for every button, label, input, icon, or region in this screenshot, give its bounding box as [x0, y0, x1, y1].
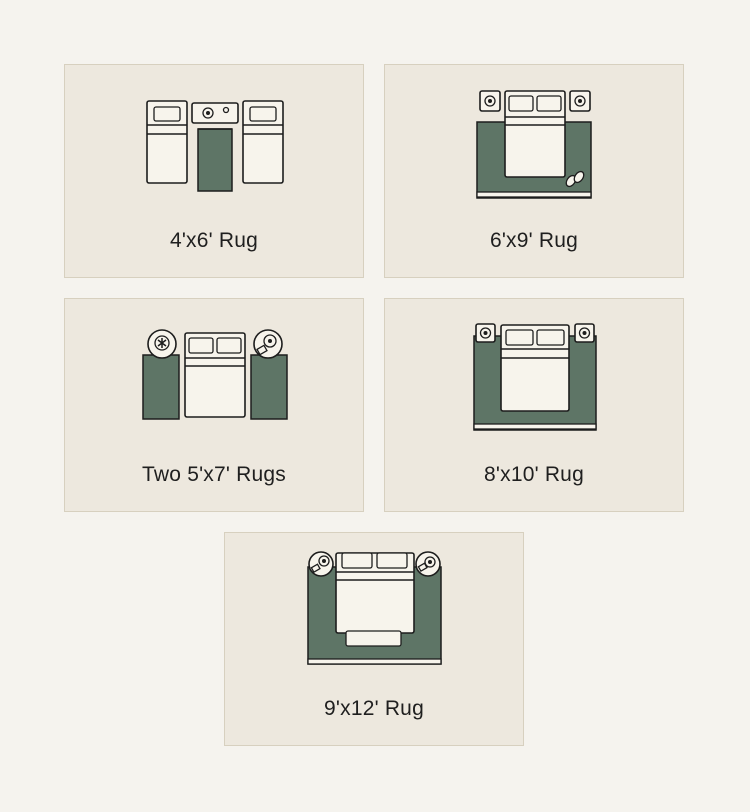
- card-label: 4'x6' Rug: [169, 229, 259, 252]
- nightstand-icon: [191, 102, 239, 124]
- rug-size-card-9x12: 9'x12' Rug: [224, 532, 524, 746]
- lamp-nightstand-icon: [253, 329, 283, 359]
- rug-size-card-6x9: 6'x9' Rug: [384, 64, 684, 278]
- rug-shape: [142, 354, 180, 420]
- layout-illustration-6x9: [476, 90, 592, 199]
- nightstand-icon: [475, 323, 496, 343]
- layout-illustration-8x10: [473, 323, 597, 431]
- bed-icon: [504, 90, 566, 178]
- bench-icon: [345, 630, 402, 647]
- bed-icon: [242, 100, 284, 184]
- plant-nightstand-icon: [308, 551, 334, 577]
- nightstand-icon: [479, 90, 501, 112]
- bed-icon: [500, 324, 570, 412]
- card-label: Two 5'x7' Rugs: [142, 463, 286, 486]
- rug-shape: [250, 354, 288, 420]
- layout-illustration-4x6: [146, 100, 284, 192]
- card-label: 6'x9' Rug: [489, 229, 579, 252]
- bed-icon: [146, 100, 188, 184]
- slippers-icon: [565, 170, 585, 188]
- bed-icon: [335, 552, 415, 634]
- rug-size-card-4x6: 4'x6' Rug: [64, 64, 364, 278]
- card-label: 9'x12' Rug: [324, 697, 424, 720]
- layout-illustration-two-5x7: [142, 329, 288, 420]
- rug-size-card-8x10: 8'x10' Rug: [384, 298, 684, 512]
- bed-icon: [184, 332, 246, 418]
- card-label: 8'x10' Rug: [484, 463, 584, 486]
- rug-size-card-two-5x7: Two 5'x7' Rugs: [64, 298, 364, 512]
- rug-shape: [197, 128, 233, 192]
- nightstand-icon: [569, 90, 591, 112]
- lamp-nightstand-icon: [415, 551, 441, 577]
- layout-illustration-9x12: [307, 551, 442, 665]
- nightstand-icon: [574, 323, 595, 343]
- plant-nightstand-icon: [147, 329, 177, 359]
